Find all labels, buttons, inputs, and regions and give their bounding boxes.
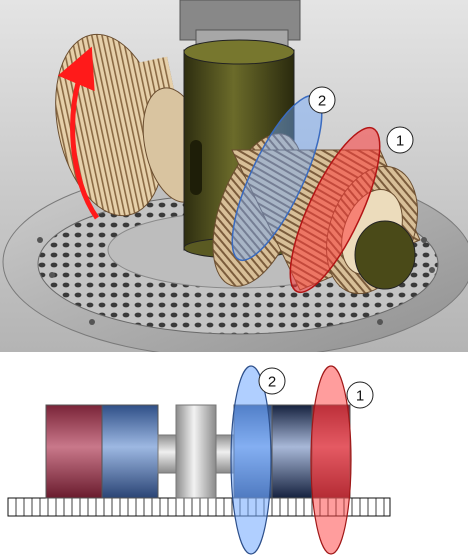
callout-1-side: 1 [346,381,374,409]
roller-hub [354,220,416,290]
shaft-slot [190,140,202,195]
side-view-schematic: 2 1 [7,365,391,555]
callout-2-side: 2 [258,367,286,395]
callout-2-top: 2 [308,86,336,114]
bolt-holes [37,237,435,325]
callout-1-top: 1 [386,126,414,154]
section-plane-1-side [310,365,352,555]
callout-label: 1 [356,388,364,405]
top-3d-render: 2 1 [0,0,468,352]
blue-roller-block [101,404,159,499]
callout-label: 2 [318,93,326,110]
shaft-left [157,434,177,474]
center-column [175,404,217,499]
maroon-roller-block [45,404,103,499]
section-plane-2-side [230,365,272,555]
callout-label: 2 [268,374,276,391]
callout-label: 1 [396,133,404,150]
dark-blue-roller-block [271,404,313,499]
rotation-arrow [57,46,100,220]
section-plane-1 [289,126,381,294]
